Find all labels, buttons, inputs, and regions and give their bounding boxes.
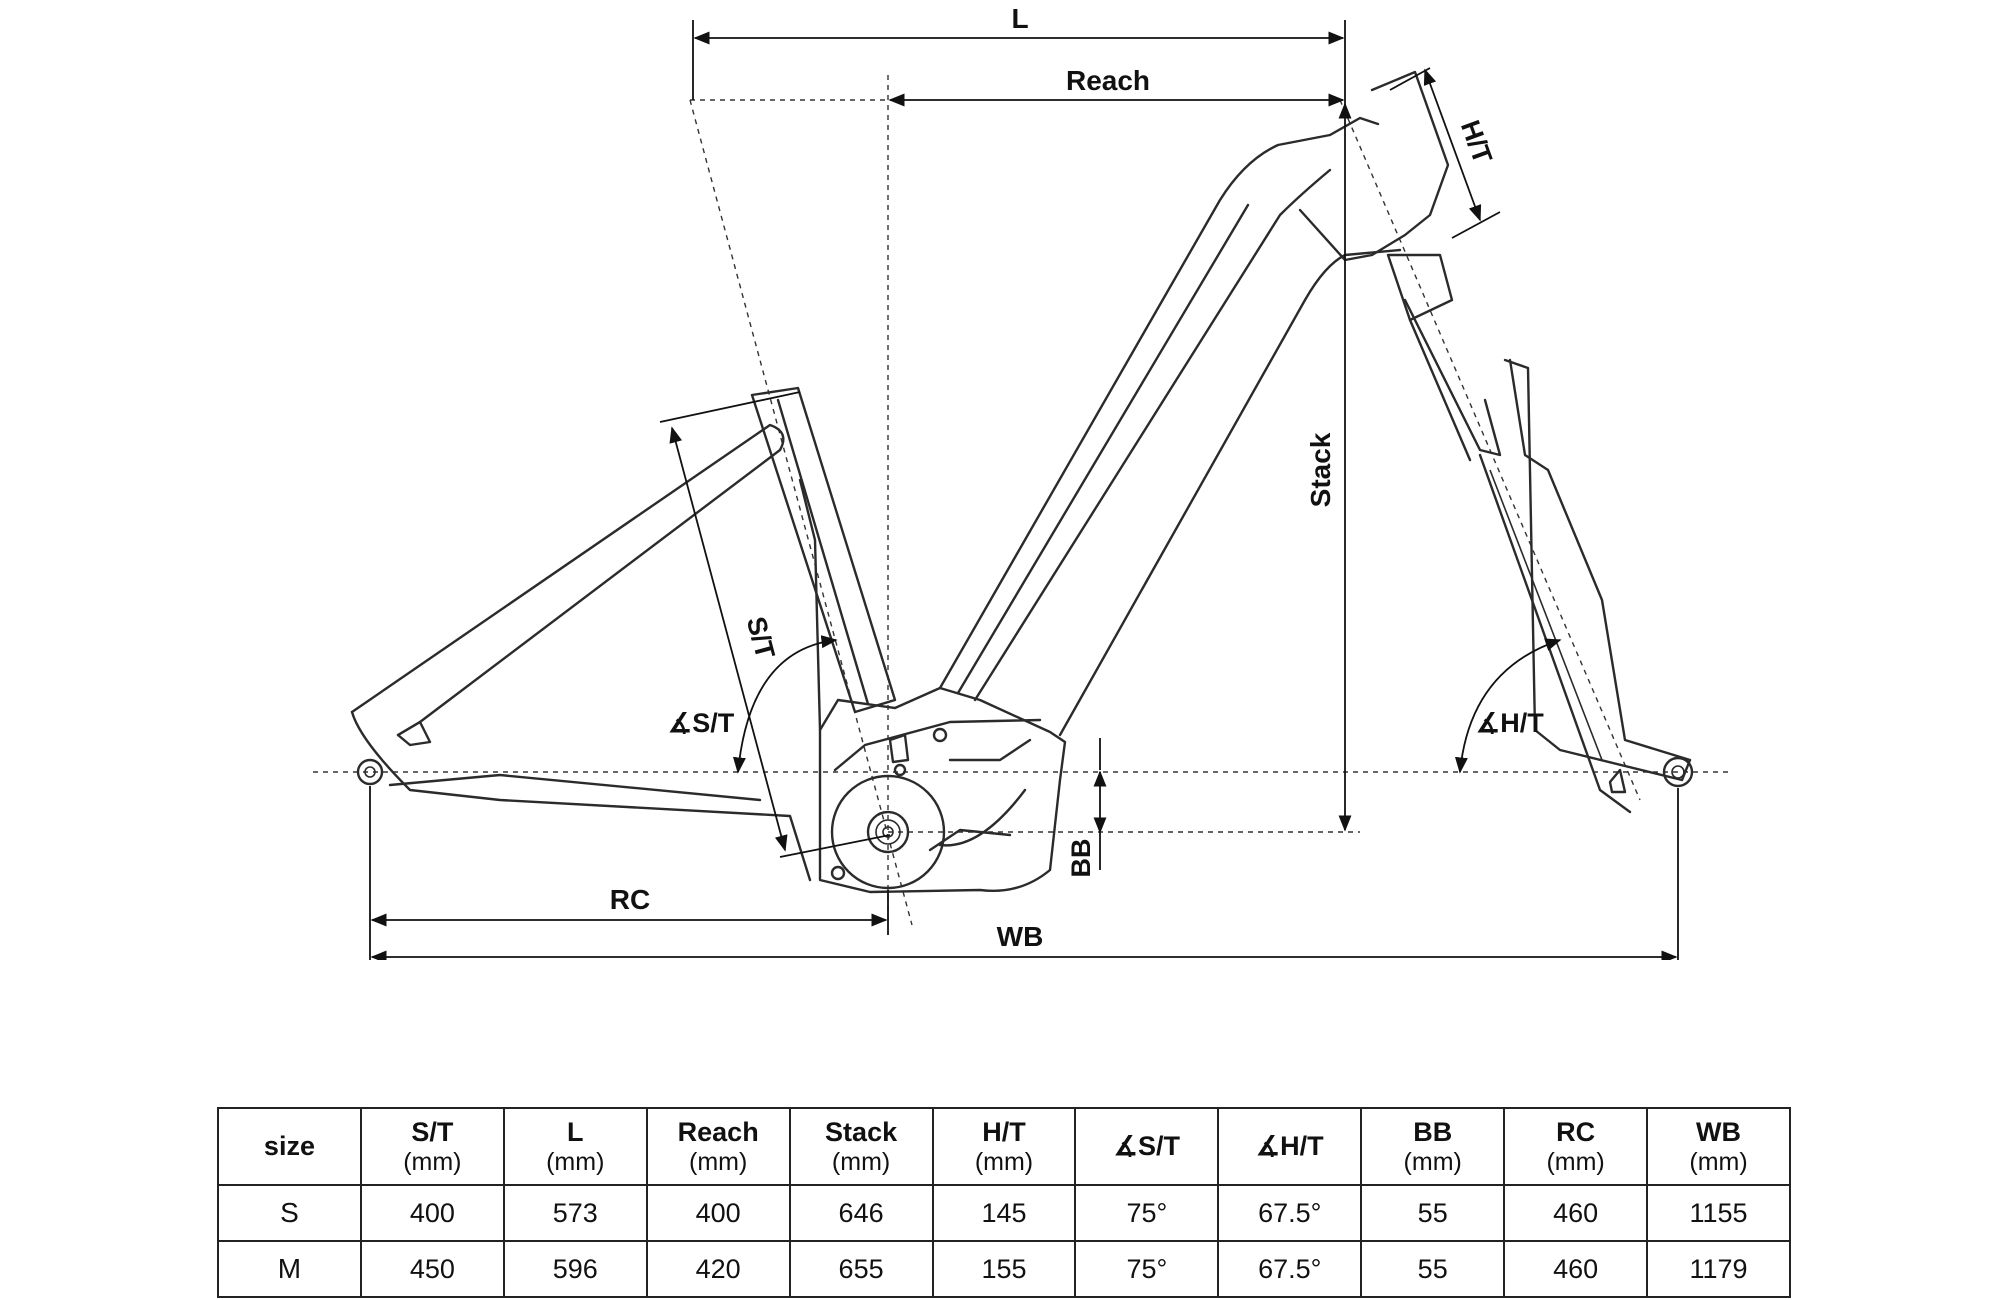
geometry-table: size S/T(mm) L(mm) Reach(mm) Stack(mm) H… (217, 1107, 1791, 1298)
header-stack: Stack(mm) (788, 1107, 934, 1186)
header-size: size (217, 1107, 362, 1186)
cell-reach: 420 (645, 1240, 791, 1298)
cell-reach: 400 (645, 1184, 791, 1242)
table-row: M 450 596 420 655 155 75° 67.5° 55 460 1… (217, 1240, 1791, 1298)
cell-st: 400 (359, 1184, 505, 1242)
label-wb: WB (997, 921, 1044, 952)
cell-wb: 1179 (1646, 1240, 1791, 1298)
label-rc: RC (610, 884, 650, 915)
dimension-lines (369, 20, 1679, 960)
cell-stack: 655 (788, 1240, 934, 1298)
cell-rc: 460 (1503, 1240, 1649, 1298)
header-ht: H/T(mm) (931, 1107, 1077, 1186)
reference-lines (313, 75, 1730, 926)
label-stack: Stack (1305, 432, 1336, 507)
header-row: size S/T(mm) L(mm) Reach(mm) Stack(mm) H… (217, 1107, 1791, 1186)
cell-st-angle: 75° (1074, 1240, 1220, 1298)
label-L: L (1011, 3, 1028, 34)
header-l: L(mm) (502, 1107, 648, 1186)
cell-st-angle: 75° (1074, 1184, 1220, 1242)
header-reach: Reach(mm) (645, 1107, 791, 1186)
header-bb: BB(mm) (1360, 1107, 1506, 1186)
cell-l: 573 (502, 1184, 648, 1242)
cell-wb: 1155 (1646, 1184, 1791, 1242)
cell-rc: 460 (1503, 1184, 1649, 1242)
header-st-angle: ∡S/T (1074, 1107, 1220, 1186)
bike-frame (350, 70, 1694, 894)
bike-frame-geometry-diagram: L Reach H/T Stack S/T ∡S/T ∡H/T BB RC WB (313, 3, 1730, 960)
cell-ht-angle: 67.5° (1217, 1184, 1363, 1242)
cell-size: S (217, 1184, 362, 1242)
cell-ht: 155 (931, 1240, 1077, 1298)
label-ht-angle: ∡H/T (1476, 708, 1544, 738)
label-bb: BB (1066, 839, 1096, 878)
header-st: S/T(mm) (359, 1107, 505, 1186)
cell-stack: 646 (788, 1184, 934, 1242)
cell-bb: 55 (1360, 1184, 1506, 1242)
header-wb: WB(mm) (1646, 1107, 1791, 1186)
header-rc: RC(mm) (1503, 1107, 1649, 1186)
cell-bb: 55 (1360, 1240, 1506, 1298)
cell-ht: 145 (931, 1184, 1077, 1242)
label-st-angle: ∡S/T (668, 708, 735, 738)
cell-size: M (217, 1240, 362, 1298)
label-ht: H/T (1455, 116, 1498, 168)
cell-st: 450 (359, 1240, 505, 1298)
label-reach: Reach (1066, 65, 1150, 96)
cell-l: 596 (502, 1240, 648, 1298)
cell-ht-angle: 67.5° (1217, 1240, 1363, 1298)
dimension-labels: L Reach H/T Stack S/T ∡S/T ∡H/T BB RC WB (610, 3, 1544, 952)
label-st: S/T (741, 613, 781, 662)
table-row: S 400 573 400 646 145 75° 67.5° 55 460 1… (217, 1184, 1791, 1242)
header-ht-angle: ∡H/T (1217, 1107, 1363, 1186)
